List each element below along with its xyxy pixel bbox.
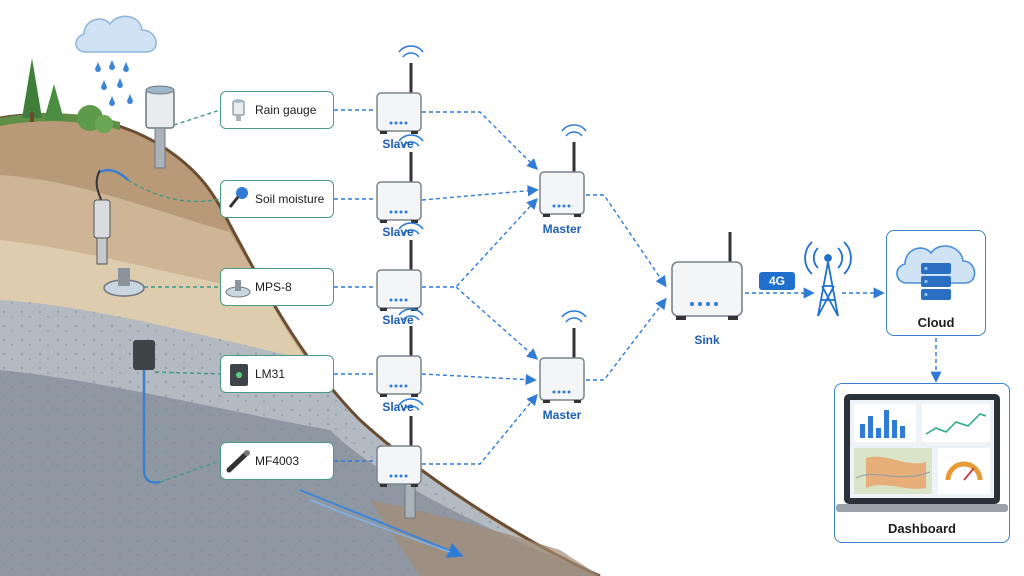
master-label: Master — [542, 408, 582, 422]
slave-nodes — [376, 45, 424, 487]
master-router-icon — [539, 310, 587, 403]
slave-router-icon — [376, 222, 424, 311]
sensor-label: MF4003 — [255, 454, 300, 468]
master-router-icon — [539, 124, 587, 217]
line-chart-widget — [922, 404, 990, 442]
field-data-logger — [133, 340, 161, 484]
data-logger-icon — [230, 364, 248, 386]
sensor-box-5: MF4003 — [220, 442, 334, 480]
cloud-panel: Cloud — [886, 230, 986, 336]
sensor-label: MPS-8 — [255, 280, 292, 294]
slave-label: Slave — [382, 400, 414, 414]
dashboard-panel: Dashboard — [834, 383, 1010, 543]
sink-label: Sink — [694, 333, 720, 347]
slave-label: Slave — [382, 137, 414, 151]
flow-meter-icon — [226, 450, 250, 473]
master-to-sink-links — [586, 194, 942, 383]
field-water-potential-sensor — [103, 268, 145, 297]
soil-moisture-probe-icon — [228, 187, 248, 208]
4g-badge: 4G — [759, 272, 795, 290]
master-label: Master — [542, 222, 582, 236]
master-nodes — [539, 124, 587, 403]
sink-router-icon — [671, 232, 743, 320]
slave-router-icon — [376, 308, 424, 397]
map-widget — [854, 448, 932, 494]
slave-router-icon — [376, 45, 424, 134]
tree-icon — [22, 58, 113, 133]
slave-to-master-links — [421, 111, 539, 465]
dashboard-label: Dashboard — [888, 521, 956, 536]
gauge-widget — [938, 448, 990, 494]
cloud-server-icon — [896, 245, 976, 300]
sensor-box-2: Soil moisture — [220, 180, 334, 218]
cloud-label: Cloud — [917, 315, 955, 330]
slave-label: Slave — [382, 225, 414, 239]
field-rain-gauge — [145, 85, 175, 169]
sensor-label: Rain gauge — [255, 103, 317, 117]
sensor-links — [127, 109, 221, 483]
sensor-box-1: Rain gauge — [220, 91, 334, 129]
rain-gauge-icon — [232, 99, 245, 121]
cell-tower-icon — [804, 241, 852, 317]
bar-chart-widget — [854, 404, 916, 442]
rain-cloud-icon — [75, 15, 157, 106]
sensor-box-4: LM31 — [220, 355, 334, 393]
slave-router-icon — [376, 398, 424, 487]
sensor-label: LM31 — [255, 367, 286, 381]
field-soil-moisture-probe — [93, 168, 129, 265]
field-flow-meter — [299, 469, 464, 558]
sensor-box-3: MPS-8 — [220, 268, 334, 306]
sensor-label: Soil moisture — [255, 192, 325, 206]
dashboard-laptop-icon — [836, 394, 1008, 512]
slave-router-icon — [376, 134, 424, 223]
sensor-to-slave-links — [334, 109, 376, 462]
water-potential-sensor-icon — [225, 280, 251, 298]
slave-label: Slave — [382, 313, 414, 327]
